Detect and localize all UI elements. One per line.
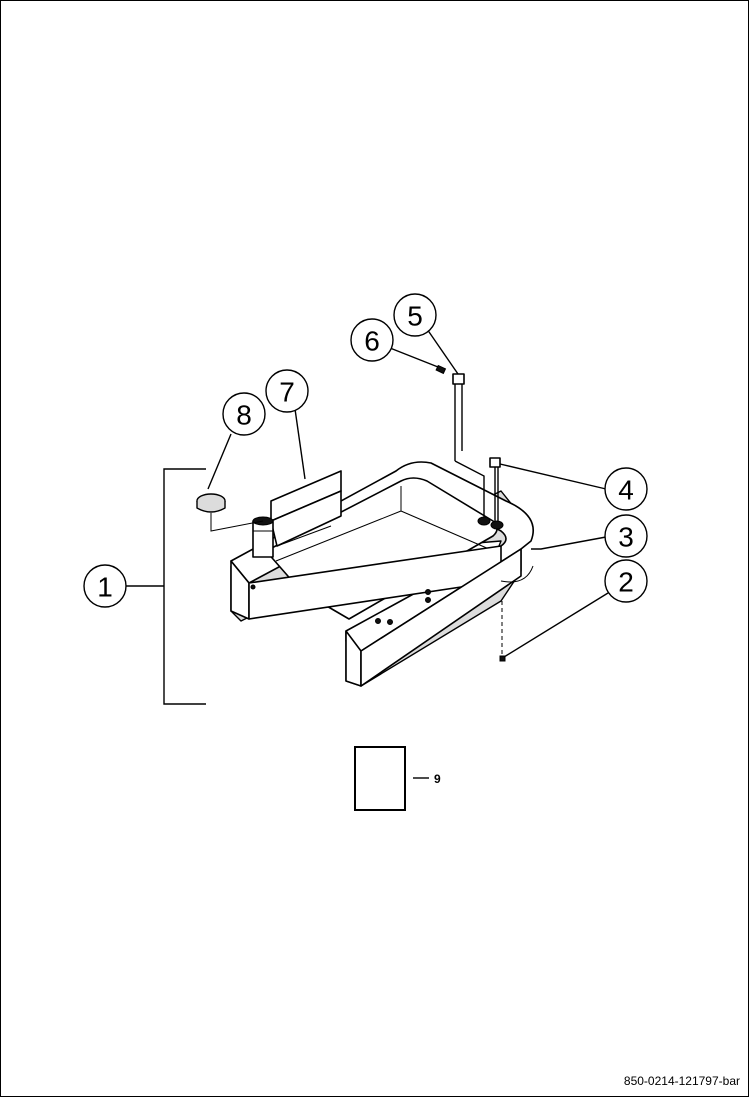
part-6-fitting xyxy=(435,364,447,375)
callout-number: 4 xyxy=(618,475,634,506)
callout-number: 5 xyxy=(407,301,423,332)
callout-5: 5 xyxy=(393,293,437,337)
callout-4: 4 xyxy=(604,467,648,511)
callout-number: 3 xyxy=(618,522,634,553)
drawing-code: 850-0214-121797-bar xyxy=(623,1074,740,1088)
callout-number: 6 xyxy=(364,326,380,357)
document-ref-number: 9 xyxy=(434,772,441,786)
callout-number: 2 xyxy=(618,567,634,598)
part-5-sender-rod xyxy=(452,373,491,526)
u-frame xyxy=(230,461,534,687)
callout-3: 3 xyxy=(604,514,648,558)
part-2-drain xyxy=(499,601,506,662)
callout-number: 7 xyxy=(279,377,295,408)
filler-neck xyxy=(252,516,274,558)
callout-7: 7 xyxy=(265,369,309,413)
part-8-cap xyxy=(196,493,264,532)
callout-6: 6 xyxy=(350,318,394,362)
callout-8: 8 xyxy=(222,392,266,436)
leader-lines xyxy=(207,328,609,658)
part-7-strip xyxy=(270,470,342,547)
item-9-document: 9 xyxy=(354,746,441,811)
callout-2: 2 xyxy=(604,559,648,603)
callout-number: 8 xyxy=(236,400,252,431)
part-4-nut xyxy=(489,457,504,530)
callout-1: 1 xyxy=(83,564,127,608)
callout-number: 1 xyxy=(97,572,113,603)
assembly-bracket xyxy=(126,468,206,705)
